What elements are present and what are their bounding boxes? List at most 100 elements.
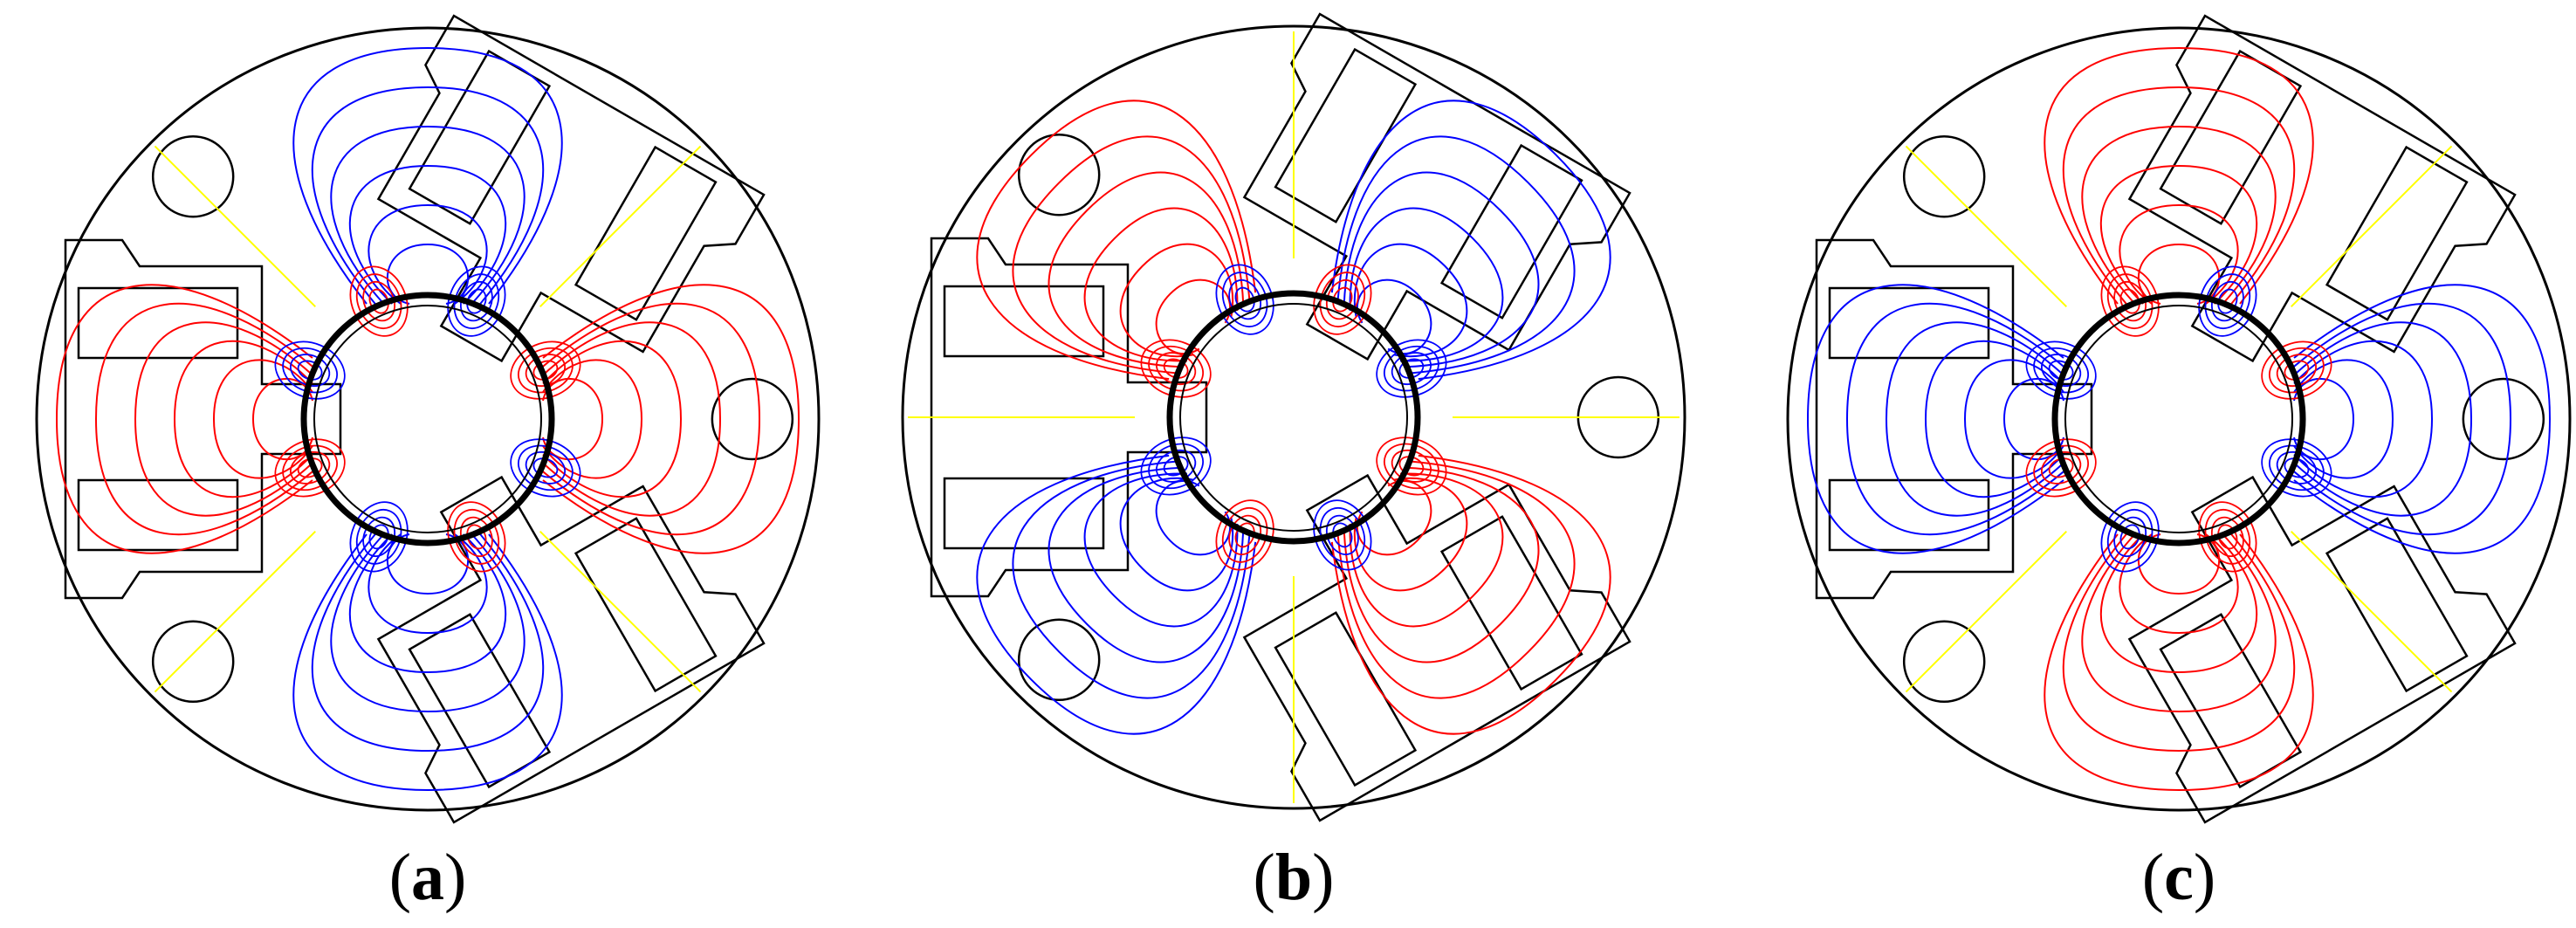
flux-contour-line	[2261, 438, 2332, 498]
coil-winding	[1828, 286, 1990, 552]
flux-contour-line	[1155, 479, 1232, 556]
flux-contour-line	[1349, 207, 1504, 362]
stator-slot	[1815, 238, 2093, 600]
flux-contour-line	[466, 288, 487, 314]
flux-contour-line	[292, 46, 563, 305]
panel-label-b: b	[1274, 841, 1313, 914]
flux-contour-line	[459, 280, 493, 322]
flux-contour-line	[1313, 499, 1372, 571]
flux-contour-line	[1924, 340, 2064, 498]
flux-contour-line	[1012, 135, 1251, 375]
flux-contour-line	[1332, 522, 1353, 548]
flux-contour-line	[1330, 454, 1611, 735]
flux-contour-line	[297, 360, 323, 381]
flux-contour-line	[1384, 345, 1439, 392]
flux-contour-line	[2025, 340, 2097, 400]
flux-contour-line	[2113, 280, 2147, 322]
stator-outline	[35, 26, 821, 812]
flux-contour-line	[387, 243, 469, 305]
flux-contour-line	[1885, 321, 2064, 517]
flux-contour-line	[518, 444, 574, 491]
flux-contour-line	[1391, 449, 1432, 483]
flux-contour-line	[525, 354, 567, 388]
flux-contour-line	[1234, 286, 1255, 313]
flux-contour-line	[1221, 272, 1268, 327]
flux-contour-line	[2261, 340, 2332, 400]
flux-contour-line	[2033, 347, 2089, 394]
flux-contour-line	[1048, 466, 1245, 663]
flux-contour-line	[2293, 340, 2434, 498]
flux-contour-line	[2217, 524, 2238, 550]
flux-contour-line	[1398, 358, 1425, 379]
flux-contour-line	[1140, 339, 1212, 398]
flux-contour-line	[1012, 460, 1251, 699]
flux-contour-line	[2025, 438, 2097, 498]
flux-contour-lobe	[976, 454, 1257, 735]
coil-winding	[943, 285, 1105, 550]
flux-contour-line	[1343, 171, 1540, 368]
flux-contour-line	[2293, 302, 2512, 536]
flux-contour-line	[387, 533, 469, 595]
flux-contour-line	[362, 280, 396, 322]
flux-contour-line	[453, 509, 500, 565]
flux-contour-line	[1325, 278, 1359, 320]
rotor-outline	[1166, 290, 1421, 545]
bore-contour-cluster	[1215, 499, 1274, 571]
zero-flux-line	[1905, 530, 2068, 693]
flux-contour-lobe	[1806, 284, 2064, 554]
flux-contour-line	[2284, 457, 2310, 478]
flux-contour-line	[330, 125, 526, 305]
bore-contour-cluster	[2100, 265, 2160, 337]
flux-contour-line	[532, 457, 559, 478]
stator-outline	[901, 24, 1686, 810]
flux-contour-line	[1119, 477, 1234, 592]
flux-contour-line	[1083, 472, 1239, 628]
flux-contour-line	[2276, 354, 2318, 388]
flux-contour-line	[1376, 437, 1447, 496]
zero-flux-line	[2290, 530, 2453, 693]
flux-contour-line	[510, 438, 581, 498]
flux-contour-line	[2119, 288, 2140, 314]
flux-contour-line	[1325, 514, 1359, 556]
mounting-hole	[1017, 618, 1101, 702]
zero-flux-line	[154, 145, 317, 308]
flux-contour-line	[274, 340, 346, 400]
flux-contour-line	[1119, 243, 1234, 358]
stator-slot	[2127, 475, 2517, 824]
mounting-hole	[151, 134, 235, 218]
flux-contour-line	[2040, 450, 2082, 485]
flux-contour-line	[2040, 354, 2082, 388]
flux-contour-line	[282, 347, 338, 394]
flux-contour-line	[2099, 164, 2258, 305]
coil-winding	[408, 517, 718, 789]
flux-contour-line	[2210, 280, 2244, 322]
flux-contour-line	[1384, 443, 1439, 490]
flux-contour-line	[1155, 278, 1232, 355]
flux-contour-line	[330, 533, 526, 713]
flux-contour-line	[2293, 378, 2355, 460]
flux-contour-line	[368, 203, 488, 305]
flux-contour-line	[1140, 437, 1212, 496]
flux-contour-line	[2119, 203, 2239, 305]
mounting-hole	[1017, 133, 1101, 217]
flux-contour-line	[1215, 264, 1274, 335]
flux-contour-line	[311, 533, 545, 753]
zero-flux-line	[154, 530, 317, 693]
flux-contour-lobe	[2044, 533, 2314, 792]
flux-contour-line	[251, 378, 313, 460]
flux-contour-line	[1356, 479, 1432, 556]
bore-contour-cluster	[1376, 339, 1447, 398]
flux-contour-lobe	[542, 284, 800, 554]
flux-contour-line	[542, 284, 800, 554]
bore-contour-cluster	[2025, 340, 2097, 400]
motor-cross-section-b	[901, 12, 1686, 822]
flux-contour-line	[1806, 284, 2064, 554]
flux-contour-lobe	[292, 533, 563, 792]
flux-contour-line	[362, 516, 396, 558]
flux-contour-line	[1228, 278, 1262, 320]
bore-contour-cluster	[2100, 501, 2160, 573]
flux-contour-line	[355, 273, 402, 329]
bore-contour-cluster	[447, 265, 506, 337]
rotor-inner-ring	[1179, 303, 1408, 532]
